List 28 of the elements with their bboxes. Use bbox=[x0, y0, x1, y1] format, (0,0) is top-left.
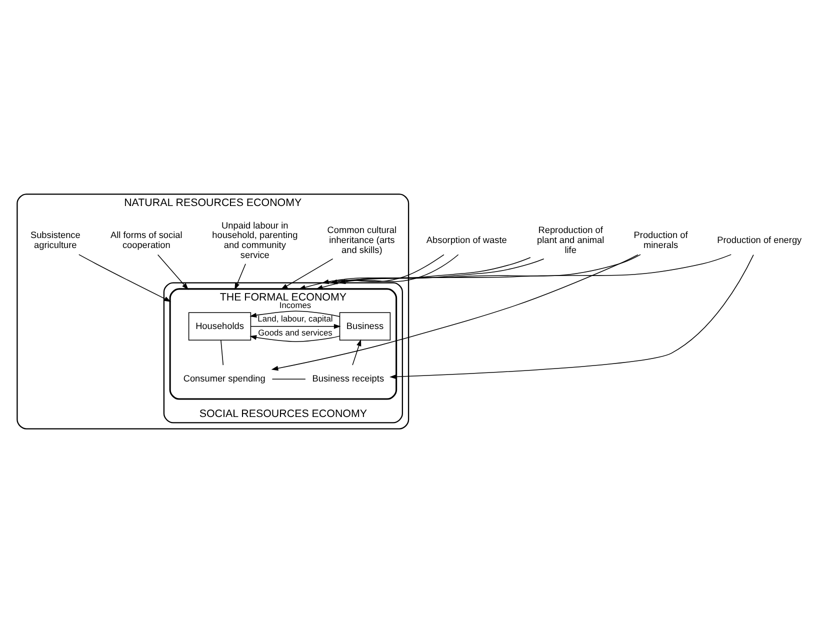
node-text: Reproduction of plant and animal life bbox=[536, 224, 604, 255]
node-text: Business receipts bbox=[312, 373, 384, 384]
arrow bbox=[250, 324, 341, 328]
node-text: All forms of social cooperation bbox=[110, 230, 182, 250]
connector bbox=[220, 339, 224, 365]
node-box: Business bbox=[339, 312, 391, 340]
arrow bbox=[352, 338, 362, 365]
edge-label: Land, labour, capital bbox=[258, 313, 333, 324]
arrow bbox=[390, 254, 754, 379]
node-text: Production of minerals bbox=[634, 230, 688, 250]
arrow bbox=[157, 254, 188, 290]
arrow bbox=[298, 256, 531, 290]
arrow bbox=[250, 310, 340, 318]
arrow bbox=[316, 254, 459, 290]
arrow bbox=[78, 254, 172, 302]
node-text: Common cultural inheritance (arts and skills) bbox=[327, 224, 397, 255]
arrow bbox=[234, 263, 246, 290]
arrow bbox=[271, 254, 638, 370]
edge-label: Goods and services bbox=[258, 326, 332, 337]
node-text: Subsistence agriculture bbox=[30, 230, 80, 250]
arrow bbox=[250, 334, 340, 342]
node-text: Unpaid labour in household, parenting and community service bbox=[212, 220, 298, 260]
connector bbox=[272, 378, 306, 380]
node-text: Consumer spending bbox=[183, 373, 266, 384]
node-text: Absorption of waste bbox=[426, 234, 507, 245]
arrow bbox=[280, 258, 334, 290]
node-text: Production of energy bbox=[717, 234, 802, 245]
node-box: Households bbox=[188, 312, 252, 340]
